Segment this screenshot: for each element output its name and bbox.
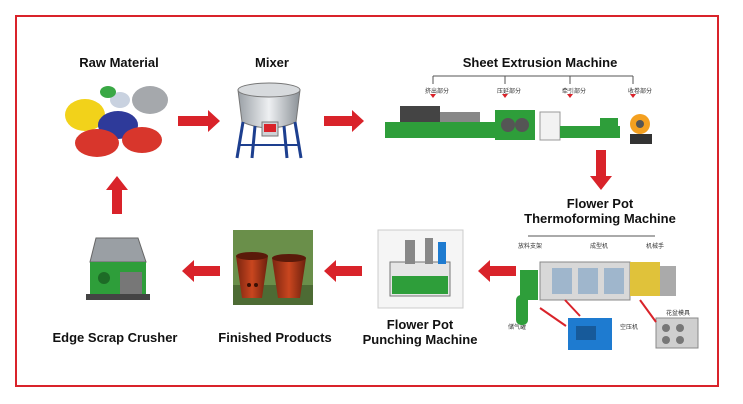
label-mixer: Mixer [255,55,289,70]
label-finished-products: Finished Products [218,330,332,345]
thermo-part-label: 储气罐 [508,325,527,331]
arrow-left-thermo-to-punching [478,260,516,282]
extrusion-part-label: 挤出部分 [425,89,450,95]
label-thermoforming-1: Flower Pot [566,196,634,211]
label-punching-2: Punching Machine [362,332,478,347]
mixer-image [235,82,303,159]
arrow-left-punching-to-products [324,260,362,282]
diagram-frame [15,15,719,387]
label-raw-material: Raw Material [79,55,159,70]
label-edge-scrap-crusher: Edge Scrap Crusher [52,330,178,345]
thermo-part-label: 成型机 [590,244,609,250]
arrow-right-raw-to-mixer [178,110,220,132]
arrow-left-products-to-crusher [182,260,220,282]
label-sheet-extrusion: Sheet Extrusion Machine [462,55,618,70]
thermo-part-label: 放料支架 [518,244,543,250]
raw-material-pellets-image [65,86,168,157]
thermo-part-label: 花盆模具 [666,311,691,317]
extrusion-part-label: 牵引部分 [562,89,587,95]
arrow-up-crusher-to-raw [106,176,128,214]
arrow-down-extrusion-to-thermo [590,150,612,190]
thermo-part-label: 空压机 [620,325,639,331]
thermoforming-machine-image [516,235,699,350]
edge-scrap-crusher-image [86,237,150,300]
sheet-extrusion-machine-image [385,75,652,144]
extrusion-part-label: 收卷部分 [628,89,653,95]
arrow-right-mixer-to-extrusion [324,110,364,132]
thermo-part-label: 机械手 [646,244,665,250]
flow-arrows [106,110,612,282]
label-punching-1: Flower Pot [386,317,454,332]
label-thermoforming-2: Thermoforming Machine [524,211,676,226]
extrusion-part-label: 压延部分 [497,89,522,95]
punching-machine-image [377,229,464,309]
finished-products-image [233,230,313,305]
